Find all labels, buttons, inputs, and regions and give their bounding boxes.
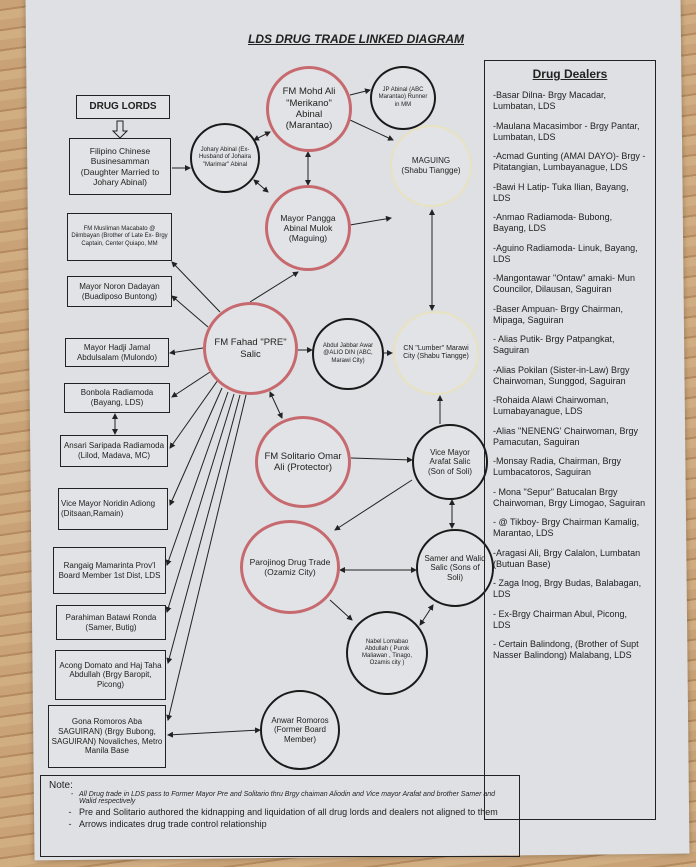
dealer-item: - Zaga Inog, Brgy Budas, Balabagan, LDS	[493, 578, 642, 600]
node-jp-abinal: JP Abinal (ABC Marantao) Runner in MM	[370, 66, 436, 130]
node-anwar: Anwar Romoros (Former Board Member)	[260, 690, 340, 770]
dealer-item: -Alias Pokilan (Sister-in-Law) Brgy Chai…	[493, 364, 630, 386]
dealer-item: -Aragasi Ali, Brgy Calalon, Lumbatan (Bu…	[493, 547, 641, 569]
dealer-item: -Bawi H Latip- Tuka Ilian, Bayang, LDS	[493, 181, 629, 203]
dealer-item: -Baser Ampuan- Brgy Chairman, Mipaga, Sa…	[493, 303, 624, 325]
node-arafat: Vice Mayor Arafat Salic (Son of Soli)	[412, 424, 488, 500]
note-box: Note: All Drug trade in LDS pass to Form…	[40, 775, 520, 857]
box-gona: Gona Romoros Aba SAGUIRAN) (Brgy Bubong,…	[48, 705, 166, 768]
note-item: Arrows indicates drug trade control rela…	[79, 819, 511, 829]
dealer-item: - Alias Putik- Brgy Patpangkat, Saguiran	[493, 334, 615, 356]
box-noridin: Vice Mayor Noridin Adiong (Ditsaan,Ramai…	[58, 488, 168, 530]
node-johary: Johary Abinal (Ex- Husband of Johaira "M…	[190, 123, 260, 193]
dealer-item: - Mona "Sepur" Batucalan Brgy Chairwoman…	[493, 486, 646, 508]
dealer-item: -Basar Dilna- Brgy Macadar, Lumbatan, LD…	[493, 90, 607, 112]
dealer-item: -Alias "NENENG' Chairwoman, Brgy Pamacut…	[493, 425, 638, 447]
dealer-item: - Certain Balindong, (Brother of Supt Na…	[493, 639, 639, 661]
dealer-item: -Aguino Radiamoda- Linuk, Bayang, LDS	[493, 242, 638, 264]
dealer-item: -Maulana Macasimbor - Brgy Pantar, Lumba…	[493, 120, 640, 142]
note-item: All Drug trade in LDS pass to Former May…	[79, 791, 511, 805]
dealer-item: - Ex-Brgy Chairman Abul, Picong, LDS	[493, 608, 628, 630]
drug-lords-heading: DRUG LORDS	[76, 95, 170, 119]
node-nabel: Nabel Lomabao Abdullah ( Purok Maliawan …	[346, 611, 428, 695]
node-fahad: FM Fahad "PRE" Salic	[203, 302, 298, 395]
drug-dealers-heading: Drug Dealers	[532, 67, 608, 81]
node-pangga: Mayor Pangga Abinal Mulok (Maguing)	[265, 185, 351, 271]
dealer-item: -Acmad Gunting (AMAI DAYO)- Brgy -Pitata…	[493, 151, 646, 173]
box-noron: Mayor Noron Dadayan (Buadiposo Buntong)	[67, 276, 172, 307]
dealer-item: -Rohaida Alawi Chairwoman, Lumabayanague…	[493, 395, 609, 417]
node-cn-lumber: CN "Lumber" Marawi City (Shabu Tiangge)	[393, 311, 479, 395]
node-mohd-ali: FM Mohd Ali "Merikano" Abinal (Marantao)	[266, 66, 352, 152]
box-muslimen: FM Musliman Macabato @ Diimbayan (Brothe…	[67, 213, 172, 261]
box-filipino-chinese: Filipino Chinese Businesamman (Daughter …	[69, 138, 171, 195]
node-parojinog: Parojinog Drug Trade (Ozamiz City)	[240, 520, 340, 614]
box-acong: Acong Domato and Haj Taha Abdullah (Brgy…	[55, 650, 166, 700]
box-bonbola: Bonbola Radiamoda (Bayang, LDS)	[64, 383, 170, 413]
box-hadji: Mayor Hadji Jamal Abdulsalam (Mulondo)	[65, 338, 169, 367]
box-rangaig: Rangaig Mamarinta Prov'l Board Member 1s…	[53, 547, 166, 594]
note-item: Pre and Solitario authored the kidnappin…	[79, 807, 511, 817]
diagram-title: LDS DRUG TRADE LINKED DIAGRAM	[248, 32, 464, 46]
dealer-item: - @ Tikboy- Brgy Chairman Kamalig, Maran…	[493, 517, 640, 539]
box-ansari: Ansari Saripada Radiamoda (Lilod, Madava…	[60, 435, 168, 467]
node-abdul-jabbar: Abdul Jabbar Awar @ALIO DIN (ABC, Marawi…	[312, 318, 384, 390]
drug-dealers-list: Drug Dealers -Basar Dilna- Brgy Macadar,…	[484, 60, 656, 820]
node-maguing: MAGUING (Shabu Tiangge)	[390, 125, 472, 207]
note-label: Note:	[49, 780, 73, 791]
node-solitario: FM Solitario Omar Ali (Protector)	[255, 416, 351, 508]
box-parahiman: Parahiman Batawi Ronda (Samer, Butig)	[56, 605, 166, 640]
dealer-item: -Mangontawar "Ontaw" amaki- Mun Councilo…	[493, 273, 635, 295]
node-samer-walid: Samer and Walid Salic (Sons of Soli)	[416, 529, 494, 607]
dealer-item: -Anmao Radiamoda- Bubong, Bayang, LDS	[493, 212, 613, 234]
dealer-item: -Monsay Radia, Chairman, Brgy Lumbacator…	[493, 456, 622, 478]
